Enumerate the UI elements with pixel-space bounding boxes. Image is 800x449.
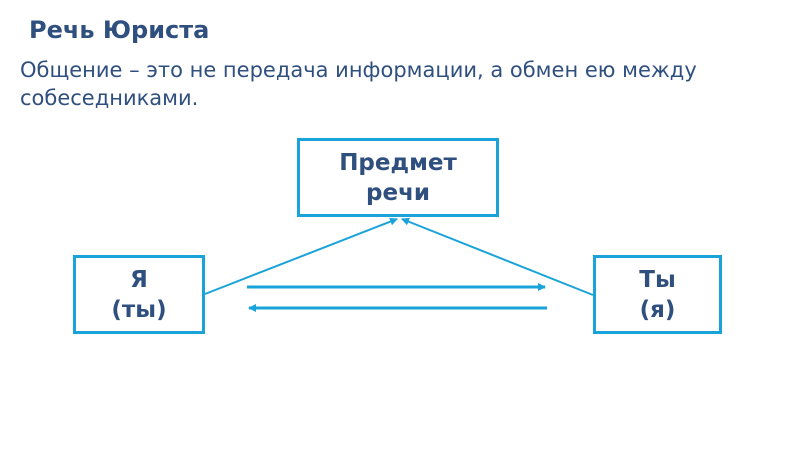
arrow-you-to-subject xyxy=(401,217,594,296)
box-you-line1: Ты xyxy=(639,266,676,293)
box-me-line1: Я xyxy=(130,266,148,293)
box-subject-line1: Предмет xyxy=(339,149,457,176)
arrow-me-to-subject xyxy=(204,217,398,295)
slide-subtitle: Общение – это не передача информации, а … xyxy=(20,58,697,110)
box-subject-line2: речи xyxy=(366,179,430,206)
slide-title: Речь Юриста xyxy=(29,16,210,44)
box-you-line2: (я) xyxy=(639,296,676,323)
box-me-line2: (ты) xyxy=(111,296,167,323)
box-me: Я (ты) xyxy=(73,255,205,334)
box-you: Ты (я) xyxy=(593,255,722,334)
box-subject-of-speech: Предмет речи xyxy=(297,138,499,217)
